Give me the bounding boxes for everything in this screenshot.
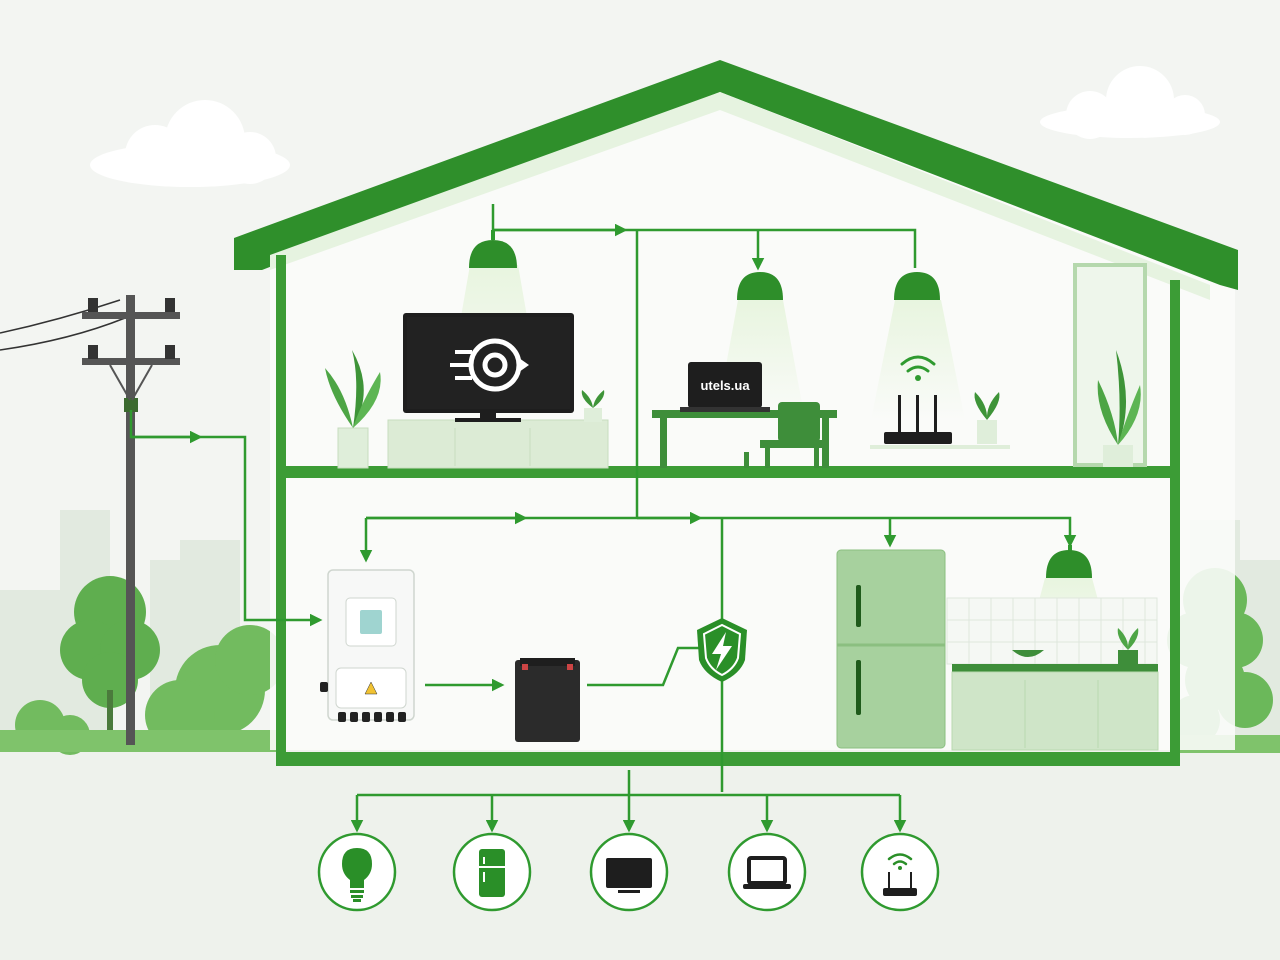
lamp-living [469,230,517,268]
tv-icon [589,832,669,912]
living-room [325,313,609,469]
lamp-office-1 [737,272,783,300]
power-pole [0,295,180,745]
plant-office [974,392,1000,444]
device-icons-row [317,832,940,912]
pendant-lamps [469,230,1092,578]
plant-small [581,390,605,422]
utels-logo-icon [450,338,529,392]
window [1073,263,1147,467]
fridge [836,549,946,749]
cloud-left [90,100,290,187]
chair [744,402,824,468]
house-base [276,752,1180,766]
kitchen [836,549,1159,751]
battery [515,658,580,742]
lamp-kitchen [1046,545,1092,578]
cloud-right [1040,66,1220,139]
roof [234,60,1238,290]
lamp-office-2 [894,272,940,300]
router-icon [860,832,940,912]
laptop-screen-text: utels.ua [700,378,750,393]
office: utels.ua [652,350,1141,468]
plant-left [325,350,381,469]
plant-window [1097,350,1141,467]
desk [652,410,837,418]
light-bulb-icon [317,832,397,912]
laptop: utels.ua [680,362,770,412]
wifi-icon [900,355,936,373]
laptop-icon [727,832,807,912]
power-lines [129,204,1077,833]
floor-divider [276,466,1180,478]
kitchen-counter [951,628,1159,751]
inverter [320,569,415,722]
tv-cabinet [387,419,609,469]
fridge-icon [452,832,532,912]
router-shelf [870,445,1010,449]
utility-room [320,569,747,742]
shield-lightning-icon [697,618,747,682]
router [884,355,952,444]
